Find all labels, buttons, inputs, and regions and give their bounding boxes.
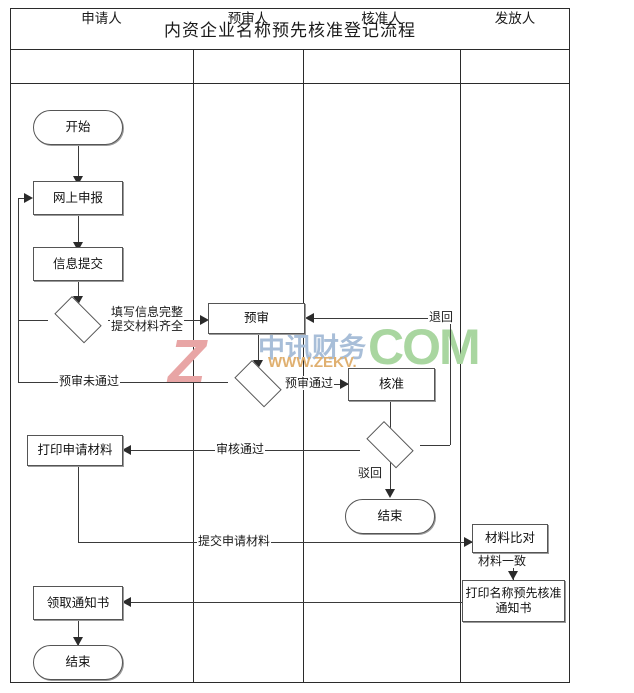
edge-label-rejected: 驳回 — [357, 466, 384, 481]
node-material-compare[interactable]: 材料比对 — [472, 524, 548, 553]
node-print-apply-materials[interactable]: 打印申请材料 — [27, 435, 123, 466]
title-bar: 内资企业名称预先核准登记流程 — [10, 8, 570, 50]
edge-label-info-complete-line1: 填写信息完整 — [111, 305, 184, 319]
lane-header-row — [10, 50, 570, 84]
node-decision-pre-review[interactable] — [228, 360, 288, 408]
lane-header-issuer: 发放人 — [494, 11, 536, 26]
connector-return-to-prereview — [313, 318, 450, 319]
node-approve[interactable]: 核准 — [348, 368, 435, 401]
node-end-rejected[interactable]: 结束 — [345, 499, 435, 534]
arrow-decision2-to-approve — [340, 379, 349, 389]
node-receive-notice[interactable]: 领取通知书 — [33, 586, 123, 620]
connector-submit-materials — [78, 542, 472, 543]
connector-info-to-decision1 — [78, 281, 79, 303]
connector-rejected-to-end — [390, 462, 391, 493]
edge-label-pre-review-failed: 预审未通过 — [58, 374, 121, 389]
chart-frame — [10, 8, 570, 683]
node-decision-info-complete[interactable] — [48, 296, 108, 344]
edge-label-materials-match: 材料一致 — [477, 554, 528, 569]
arrow-prereview-to-decision2 — [253, 360, 263, 369]
lane-header-approver: 核准人 — [361, 11, 402, 26]
arrow-receive-to-end — [73, 637, 83, 646]
node-pre-review[interactable]: 预审 — [208, 303, 305, 334]
connector-prereview-failed — [18, 382, 228, 383]
connector-notice-to-receive — [131, 602, 462, 603]
arrow-decision1-to-prereview — [200, 315, 209, 325]
connector-print-down — [78, 465, 79, 542]
edge-label-submit-materials: 提交申请材料 — [197, 534, 272, 549]
lane-header-applicant: 申请人 — [81, 11, 122, 26]
lane-header-prereviewer: 预审人 — [227, 11, 269, 26]
connector-decision3-right — [420, 445, 450, 446]
arrow-return-to-online — [24, 193, 33, 203]
connector-decision1-left — [18, 320, 48, 321]
arrow-materials-match — [508, 571, 518, 580]
connector-receive-to-end — [78, 620, 79, 645]
edge-label-info-complete: 填写信息完整 提交材料齐全 — [110, 305, 185, 334]
connector-approve-to-decision3 — [390, 400, 391, 428]
connector-prereview-to-decision2 — [258, 333, 259, 368]
node-end-final[interactable]: 结束 — [33, 645, 123, 680]
arrow-info-to-decision1 — [73, 296, 83, 305]
lane-divider-1 — [193, 50, 194, 683]
node-start[interactable]: 开始 — [33, 110, 123, 145]
page-title: 内资企业名称预先核准登记流程 — [164, 21, 416, 40]
node-online-apply[interactable]: 网上申报 — [33, 181, 123, 215]
connector-online-to-info — [78, 215, 79, 247]
arrow-return-to-prereview — [305, 313, 314, 323]
edge-label-audit-passed: 审核通过 — [215, 442, 266, 457]
arrow-rejected-to-end — [385, 489, 395, 498]
node-decision-approve[interactable] — [360, 421, 420, 469]
connector-start-to-online — [78, 145, 79, 181]
connector-return-up — [450, 318, 451, 445]
arrow-start-to-online — [73, 176, 83, 185]
edge-label-returned: 退回 — [428, 310, 455, 325]
lane-divider-3 — [460, 50, 461, 683]
arrow-notice-to-receive — [122, 597, 131, 607]
arrow-audit-passed — [122, 445, 131, 455]
connector-return-to-online-vertical — [18, 198, 19, 382]
edge-label-info-complete-line2: 提交材料齐全 — [111, 319, 184, 334]
connector-return-to-online-horizontal — [18, 198, 27, 199]
edge-label-pre-review-passed: 预审通过 — [284, 376, 335, 391]
arrow-submit-materials — [464, 537, 473, 547]
node-info-submit[interactable]: 信息提交 — [33, 247, 123, 281]
arrow-online-to-info — [73, 242, 83, 251]
node-print-notice[interactable]: 打印名称预先核准通知书 — [462, 580, 565, 622]
lane-divider-2 — [303, 50, 304, 683]
